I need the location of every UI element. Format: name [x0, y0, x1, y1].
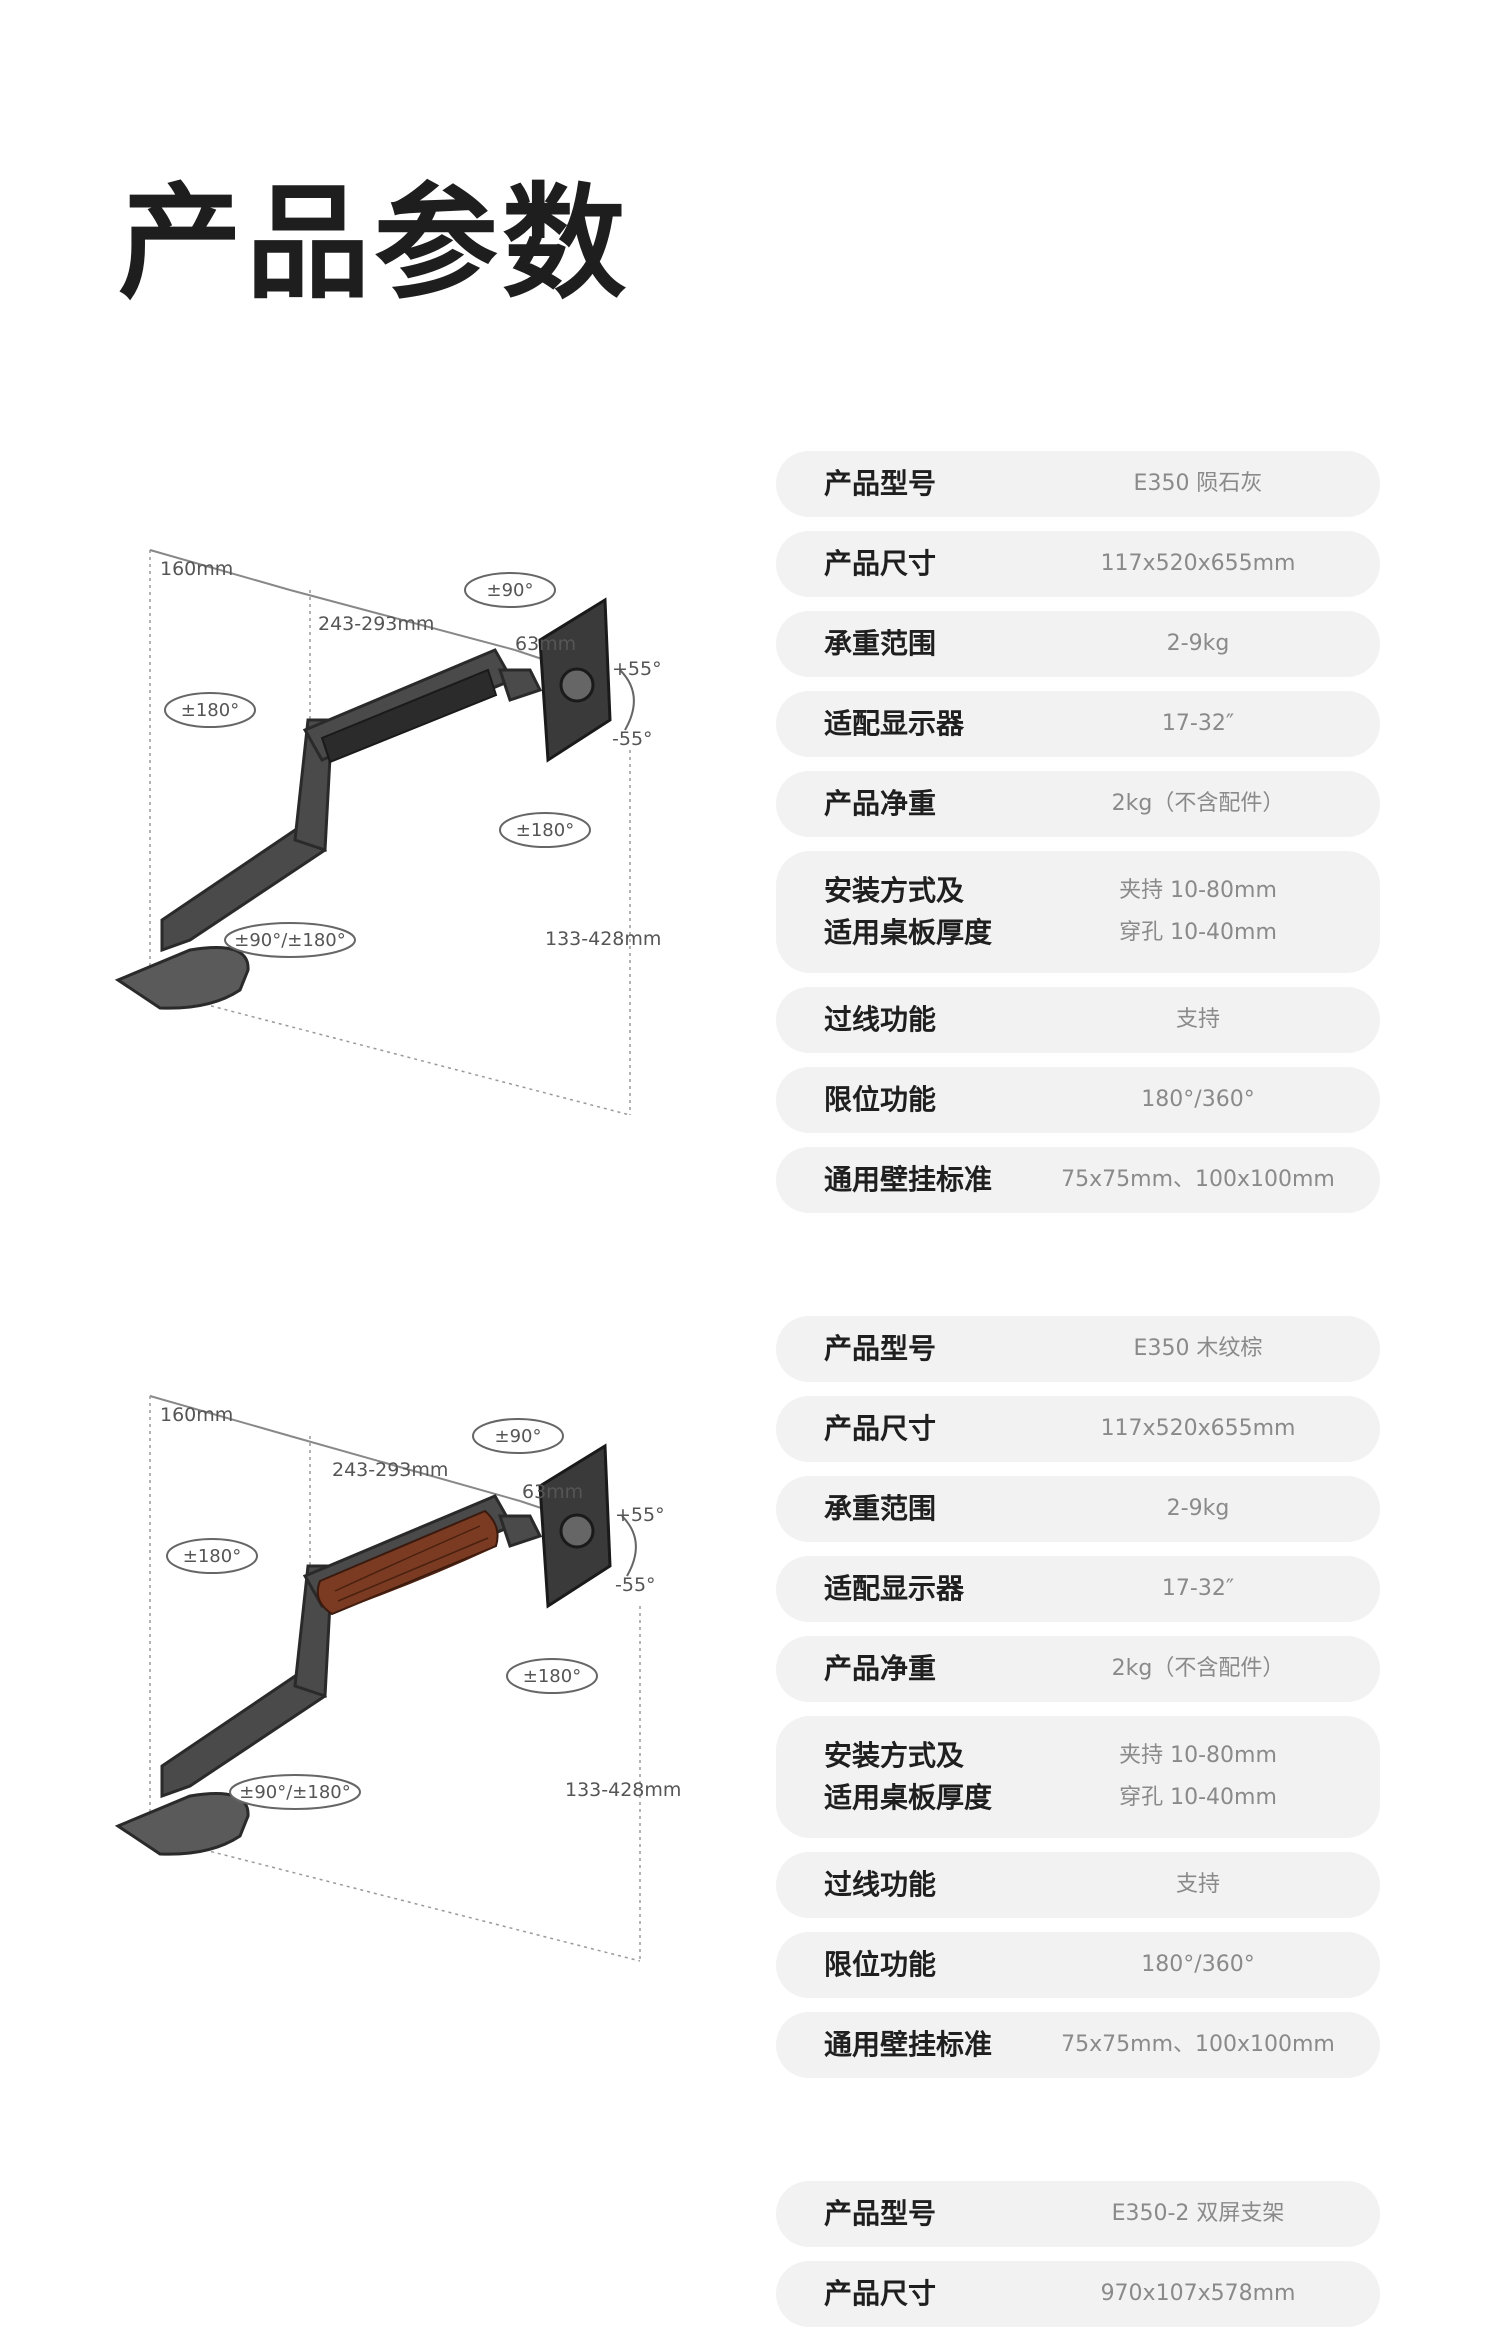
spec-label: 适配显示器 [824, 1572, 965, 1605]
spec-value: 支持 [1175, 1007, 1220, 1032]
spec-label: 通用壁挂标准 [824, 2028, 993, 2061]
spec-value: 117x520x655mm [1100, 1416, 1296, 1441]
spec-row-model: 产品型号 E350 陨石灰 [776, 451, 1380, 517]
spec-value: 180°/360° [1141, 1087, 1255, 1112]
spec-label: 承重范围 [824, 1492, 937, 1525]
spec-label: 过线功能 [824, 1868, 937, 1901]
spec-value: 75x75mm、100x100mm [1061, 2032, 1335, 2057]
wood-grip-pad [316, 1509, 499, 1616]
spec-value: E350 陨石灰 [1133, 471, 1263, 496]
spec-row-model: 产品型号 E350-2 双屏支架 [776, 2181, 1380, 2247]
spec-row-weight: 产品净重 2kg（不含配件） [776, 1636, 1380, 1702]
rot-elbow: ±180° [181, 700, 239, 721]
spec-value: 970x107x578mm [1100, 2281, 1296, 2306]
spec-label: 产品型号 [824, 467, 937, 500]
spec-value: 75x75mm、100x100mm [1061, 1167, 1335, 1192]
rot-base: ±90°/±180° [239, 1782, 351, 1803]
spec-value: 17-32″ [1161, 711, 1235, 736]
spec-row-size: 产品尺寸 970x107x578mm [776, 2261, 1380, 2327]
spec-label: 产品净重 [824, 1652, 937, 1685]
spec-row-limit: 限位功能 180°/360° [776, 1067, 1380, 1133]
dim-height: 133-428mm [565, 1779, 681, 1801]
spec-value: 180°/360° [1141, 1952, 1255, 1977]
spec-label: 承重范围 [824, 627, 937, 660]
spec-row-monitor: 适配显示器 17-32″ [776, 691, 1380, 757]
spec-label: 适配显示器 [824, 707, 965, 740]
dim-width: 160mm [160, 558, 233, 580]
spec-value: 夹持 10-80mm 穿孔 10-40mm [1016, 1735, 1380, 1819]
spec-value: E350 木纹棕 [1133, 1336, 1263, 1361]
spec-value: 2-9kg [1166, 631, 1230, 656]
spec-row-vesa: 通用壁挂标准 75x75mm、100x100mm [776, 2012, 1380, 2078]
spec-label: 限位功能 [824, 1948, 937, 1981]
spec-table-wood: 产品型号 E350 木纹棕 产品尺寸 117x520x655mm 承重范围 2-… [776, 1316, 1380, 2092]
spec-label: 限位功能 [824, 1083, 937, 1116]
spec-label-line: 安装方式及 [824, 1739, 965, 1772]
spec-row-mount: 安装方式及 适用桌板厚度 夹持 10-80mm 穿孔 10-40mm [776, 851, 1380, 973]
rot-head: ±180° [516, 820, 574, 841]
spec-value-line: 穿孔 10-40mm [1119, 1785, 1277, 1810]
dim-offset: 63mm [515, 633, 576, 655]
spec-row-monitor: 适配显示器 17-32″ [776, 1556, 1380, 1622]
dim-height: 133-428mm [545, 928, 661, 950]
spec-value: 2kg（不含配件） [1111, 791, 1285, 816]
spec-value: 支持 [1175, 1872, 1220, 1897]
spec-row-model: 产品型号 E350 木纹棕 [776, 1316, 1380, 1382]
spec-label: 产品尺寸 [824, 1412, 937, 1445]
product-diagram-wood: 160mm 243-293mm 63mm 133-428mm +55° -55°… [100, 1376, 720, 1976]
spec-value-line: 夹持 10-80mm [1119, 1743, 1277, 1768]
spec-label-line: 适用桌板厚度 [824, 916, 993, 949]
spec-row-cable: 过线功能 支持 [776, 1852, 1380, 1918]
spec-value: 夹持 10-80mm 穿孔 10-40mm [1016, 870, 1380, 954]
spec-row-size: 产品尺寸 117x520x655mm [776, 1396, 1380, 1462]
spec-row-size: 产品尺寸 117x520x655mm [776, 531, 1380, 597]
spec-row-load: 承重范围 2-9kg [776, 1476, 1380, 1542]
spec-value-line: 穿孔 10-40mm [1119, 920, 1277, 945]
dim-reach: 243-293mm [318, 613, 434, 635]
tilt-down: -55° [612, 728, 653, 750]
spec-label-line: 适用桌板厚度 [824, 1781, 993, 1814]
spec-row-load: 承重范围 2-9kg [776, 611, 1380, 677]
spec-row-mount: 安装方式及 适用桌板厚度 夹持 10-80mm 穿孔 10-40mm [776, 1716, 1380, 1838]
spec-label: 产品净重 [824, 787, 937, 820]
spec-value: 17-32″ [1161, 1576, 1235, 1601]
page-title: 产品参数 [118, 172, 631, 316]
tilt-up: +55° [615, 1504, 665, 1526]
spec-value: 117x520x655mm [1100, 551, 1296, 576]
tilt-up: +55° [612, 658, 662, 680]
spec-label: 安装方式及 适用桌板厚度 [824, 870, 992, 954]
spec-label: 安装方式及 适用桌板厚度 [824, 1735, 992, 1819]
spec-value: 2kg（不含配件） [1111, 1656, 1285, 1681]
grip-pad [320, 668, 498, 764]
spec-label-line: 安装方式及 [824, 874, 965, 907]
spec-table-dual: 产品型号 E350-2 双屏支架 产品尺寸 970x107x578mm [776, 2181, 1380, 2341]
spec-label: 通用壁挂标准 [824, 1163, 993, 1196]
rot-top: ±90° [495, 1426, 542, 1447]
spec-label: 产品尺寸 [824, 2277, 937, 2310]
spec-row-limit: 限位功能 180°/360° [776, 1932, 1380, 1998]
spec-row-cable: 过线功能 支持 [776, 987, 1380, 1053]
dim-offset: 63mm [522, 1481, 583, 1503]
spec-label: 产品型号 [824, 1332, 937, 1365]
rot-elbow: ±180° [183, 1546, 241, 1567]
spec-row-vesa: 通用壁挂标准 75x75mm、100x100mm [776, 1147, 1380, 1213]
spec-value: 2-9kg [1166, 1496, 1230, 1521]
spec-row-weight: 产品净重 2kg（不含配件） [776, 771, 1380, 837]
dim-reach: 243-293mm [332, 1459, 448, 1481]
spec-value-line: 夹持 10-80mm [1119, 878, 1277, 903]
rot-head: ±180° [523, 1666, 581, 1687]
rot-top: ±90° [487, 580, 534, 601]
spec-table-gray: 产品型号 E350 陨石灰 产品尺寸 117x520x655mm 承重范围 2-… [776, 451, 1380, 1227]
rot-base: ±90°/±180° [234, 930, 346, 951]
spec-label: 产品尺寸 [824, 547, 937, 580]
dim-width: 160mm [160, 1404, 233, 1426]
tilt-down: -55° [615, 1574, 656, 1596]
spec-label: 过线功能 [824, 1003, 937, 1036]
spec-value: E350-2 双屏支架 [1111, 2201, 1285, 2226]
spec-label: 产品型号 [824, 2197, 937, 2230]
product-diagram-gray: 160mm 243-293mm 63mm 133-428mm +55° -55°… [100, 520, 720, 1120]
